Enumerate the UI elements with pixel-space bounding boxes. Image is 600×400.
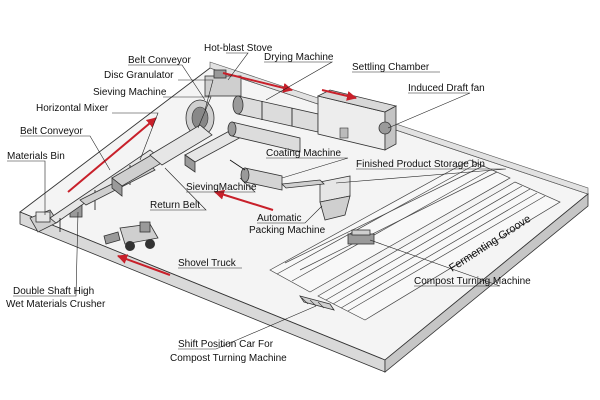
shift-position-car-graphic <box>299 295 335 311</box>
shovel-truck-graphic <box>103 221 159 251</box>
fermenting-grooves <box>269 159 561 321</box>
flow-arrow-shovel <box>117 254 171 276</box>
label-packing-machine: Packing Machine <box>249 225 326 236</box>
label-shift-car-line2: Compost Turning Machine <box>170 353 287 364</box>
flow-arrow-stove-to-dryer <box>222 72 293 93</box>
label-shift-car-line1: Shift Position Car For <box>178 339 274 350</box>
flow-arrows <box>67 72 357 276</box>
label-horizontal-mixer: Horizontal Mixer <box>36 103 109 114</box>
label-materials-bin: Materials Bin <box>7 151 65 162</box>
label-compost-turning-machine: Compost Turning Machine <box>414 276 531 287</box>
label-belt-conveyor-left: Belt Conveyor <box>20 126 83 137</box>
label-shovel-truck: Shovel Truck <box>178 258 237 269</box>
label-disc-granulator: Disc Granulator <box>104 70 174 81</box>
label-settling-chamber: Settling Chamber <box>352 62 430 73</box>
flow-arrow-crusher-to-mixer <box>67 117 157 193</box>
label-sieving-machine-top: Sieving Machine <box>93 87 167 98</box>
label-belt-conveyor-top: Belt Conveyor <box>128 55 191 66</box>
label-drying-machine: Drying Machine <box>264 52 334 63</box>
induced-draft-fan-graphic <box>378 121 392 135</box>
label-crusher-line1: Double Shaft High <box>13 286 94 297</box>
coating-machine-graphic <box>229 159 283 191</box>
flow-arrow-packing <box>214 189 274 211</box>
label-sieving-machine-mid: SievingMachine <box>186 182 257 193</box>
flow-arrow-to-settling <box>321 89 357 101</box>
label-coating-machine: Coating Machine <box>266 148 341 159</box>
disc-granulator-graphic <box>149 99 215 166</box>
settling-chamber-graphic <box>316 89 398 151</box>
label-crusher-line2: Wet Materials Crusher <box>6 299 106 310</box>
label-finished-product-storage: Finished Product Storage bin <box>356 159 485 170</box>
label-return-belt: Return Belt <box>150 200 200 211</box>
label-induced-draft-fan: Induced Draft fan <box>408 83 485 94</box>
leader-lines <box>7 52 507 350</box>
label-hot-blast-stove: Hot-blast Stove <box>204 43 273 54</box>
compost-turning-machine-graphic <box>347 229 375 245</box>
hot-blast-stove-graphic <box>204 69 242 97</box>
label-automatic: Automatic <box>257 213 301 224</box>
factory-floor <box>19 61 589 373</box>
cooling-drum-graphic <box>227 121 301 153</box>
